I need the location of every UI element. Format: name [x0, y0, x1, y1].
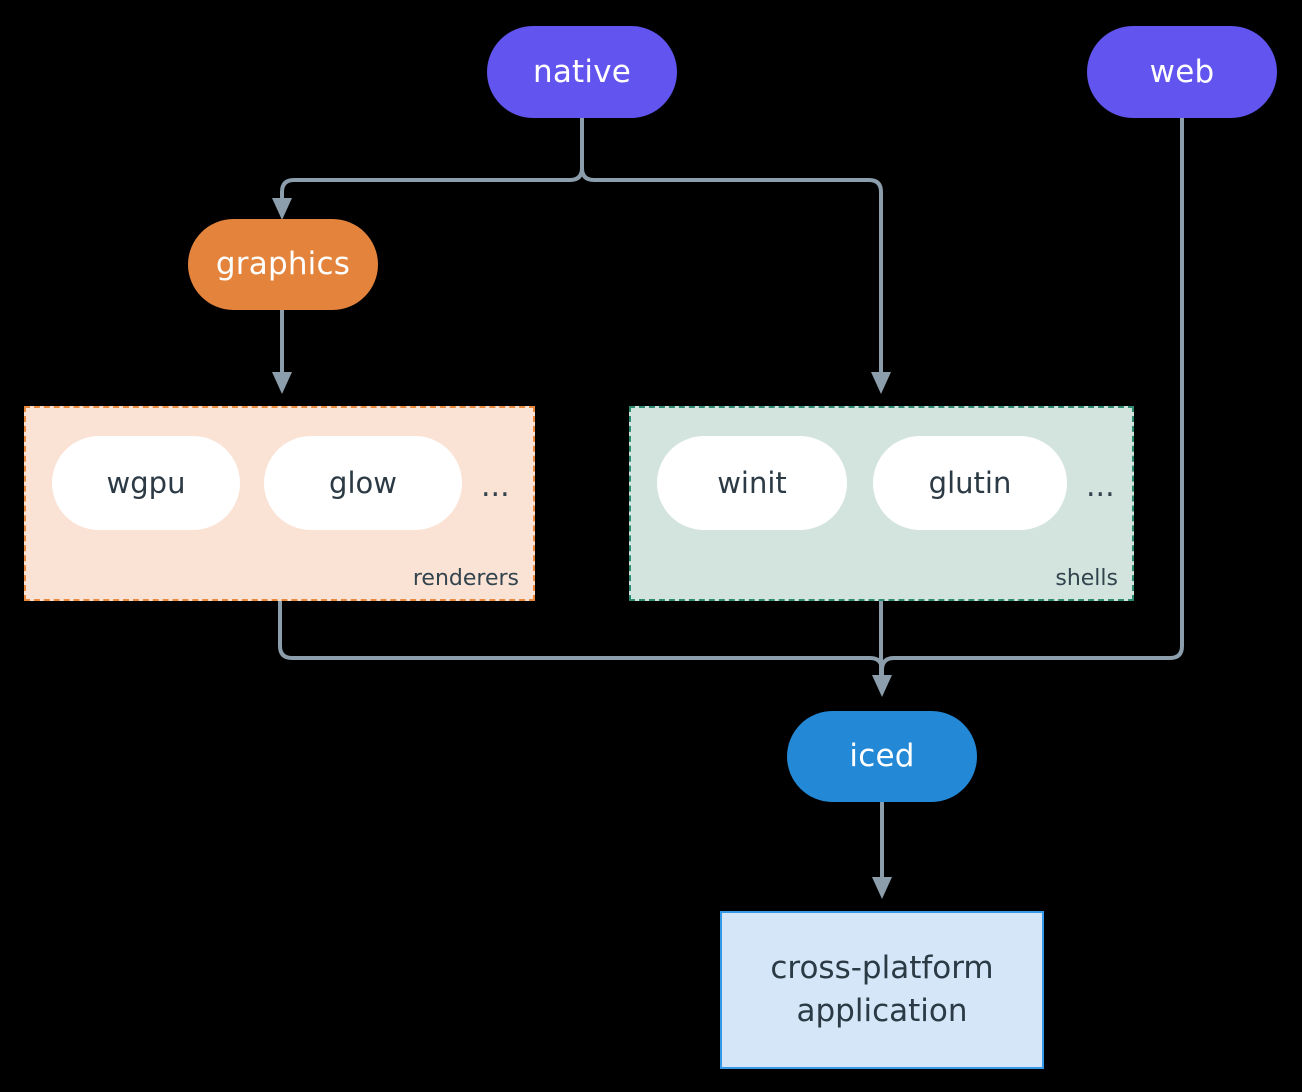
node-iced-label: iced [849, 738, 915, 775]
chip-glutin[interactable]: glutin [873, 436, 1067, 530]
group-shells-label: shells [1055, 566, 1118, 591]
chip-glow[interactable]: glow [264, 436, 462, 530]
chip-winit-label: winit [717, 466, 787, 500]
shells-more-ellipsis: ... [1086, 469, 1115, 504]
node-iced[interactable]: iced [787, 711, 977, 802]
arrowhead-to-iced [872, 675, 892, 697]
arrowhead-native-graphics [272, 198, 292, 220]
renderers-more-ellipsis: ... [481, 469, 510, 504]
chip-winit[interactable]: winit [657, 436, 847, 530]
node-native[interactable]: native [487, 26, 677, 118]
chip-wgpu-label: wgpu [106, 466, 186, 500]
node-web[interactable]: web [1087, 26, 1277, 118]
chip-glow-label: glow [329, 466, 397, 500]
node-web-label: web [1149, 53, 1215, 90]
chip-glutin-label: glutin [928, 466, 1012, 500]
group-renderers-label: renderers [412, 566, 519, 591]
node-native-label: native [532, 53, 632, 90]
node-graphics[interactable]: graphics [188, 219, 378, 310]
group-shells[interactable]: winit glutin ... shells [629, 406, 1134, 601]
edge-renderers-iced [278, 599, 884, 682]
arrowhead-iced-application [872, 877, 892, 899]
group-renderers[interactable]: wgpu glow ... renderers [24, 406, 535, 601]
application-label-line2: application [796, 993, 968, 1029]
edge-native-shells [580, 166, 883, 380]
arrowhead-graphics-renderers [272, 372, 292, 394]
application-label-line1: cross-platform [770, 950, 994, 987]
arrowhead-native-shells [871, 372, 891, 394]
edge-native-split [280, 116, 584, 208]
node-cross-platform-application[interactable]: cross-platform application [720, 911, 1044, 1069]
node-graphics-label: graphics [215, 246, 351, 283]
chip-wgpu[interactable]: wgpu [52, 436, 240, 530]
